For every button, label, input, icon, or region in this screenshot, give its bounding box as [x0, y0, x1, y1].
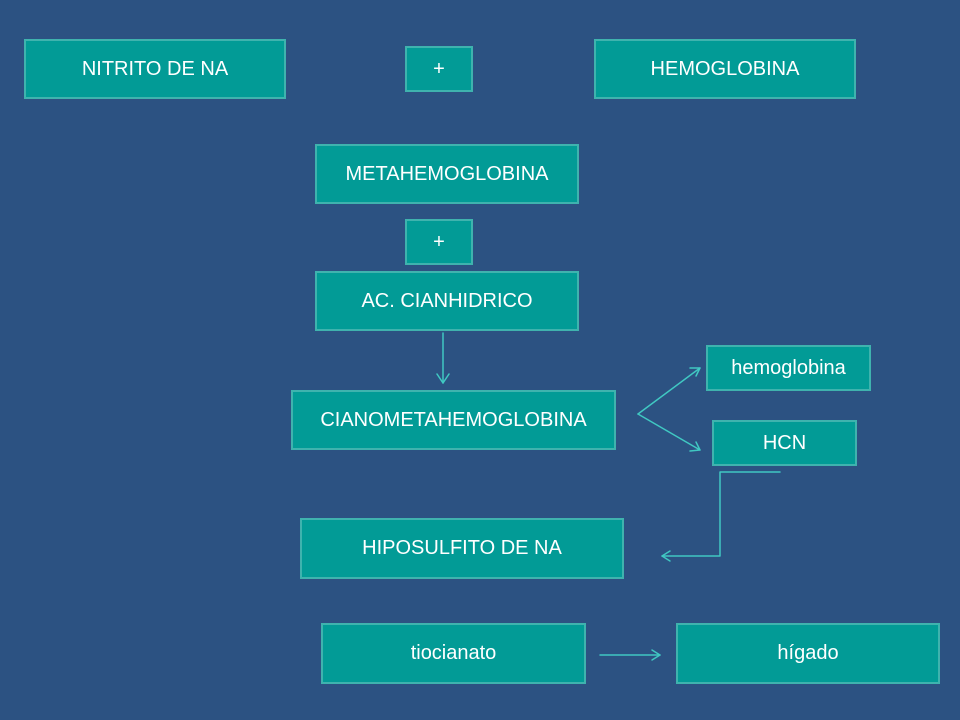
node-hemoglobina-upper: HEMOGLOBINA [594, 39, 856, 99]
arrow-to-hemoglobina-lower [637, 367, 701, 415]
node-plus-2: + [405, 219, 473, 265]
node-tiocianato: tiocianato [321, 623, 586, 684]
arrowhead-cianhidrico-to-cianometa [436, 373, 450, 384]
node-hcn: HCN [712, 420, 857, 466]
arrowhead-to-hcn [689, 441, 701, 452]
node-plus-1: + [405, 46, 473, 92]
node-higado: hígado [676, 623, 940, 684]
arrowhead-hcn-to-hiposulfito [661, 550, 671, 562]
node-nitrito-de-na: NITRITO DE NA [24, 39, 286, 99]
arrowhead-tiocianato-to-higado [651, 649, 661, 661]
node-hemoglobina-lower: hemoglobina [706, 345, 871, 391]
node-cianometahemoglobina: CIANOMETAHEMOGLOBINA [291, 390, 616, 450]
node-metahemoglobina: METAHEMOGLOBINA [315, 144, 579, 204]
arrowhead-to-hemoglobina-lower [689, 367, 701, 377]
arrow-hcn-to-hiposulfito [661, 471, 781, 557]
node-hiposulfito-de-na: HIPOSULFITO DE NA [300, 518, 624, 579]
arrow-to-hcn [637, 413, 701, 451]
node-ac-cianhidrico: AC. CIANHIDRICO [315, 271, 579, 331]
